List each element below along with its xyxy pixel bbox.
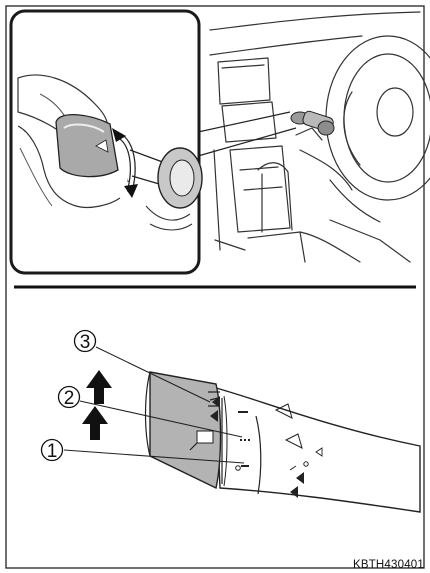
svg-text:1: 1: [47, 441, 58, 462]
callout-1: 1: [42, 440, 63, 463]
image-code-label: KBTH430401: [353, 559, 424, 571]
upward-arrow-icon: [86, 370, 112, 404]
dashboard-drawing: [210, 12, 430, 262]
upward-arrow-icon: [82, 406, 108, 440]
callout-3: 3: [75, 331, 96, 354]
svg-text:3: 3: [80, 332, 91, 353]
svg-text:2: 2: [64, 388, 75, 409]
inset-pointer: [198, 112, 296, 156]
callout-2: 2: [59, 387, 80, 410]
lever-detail-drawing: [82, 370, 420, 512]
dashboard-lever-highlight: [291, 110, 335, 135]
